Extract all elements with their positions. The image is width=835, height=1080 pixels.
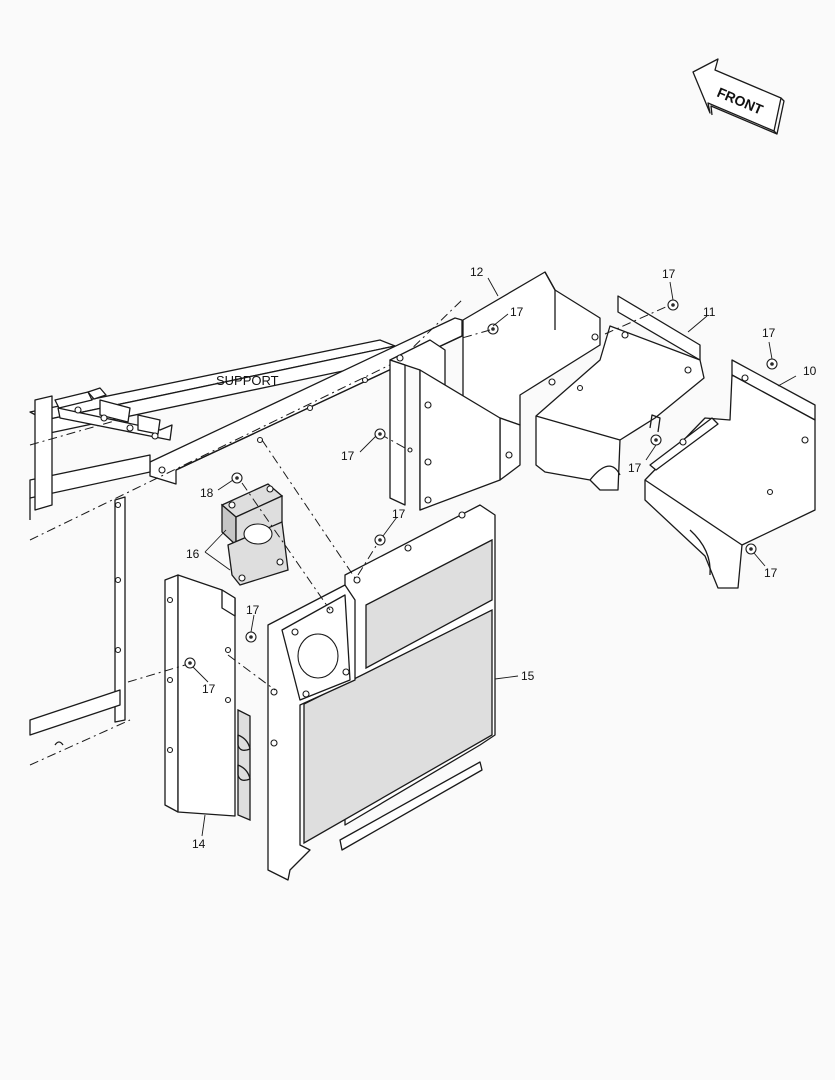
callout-18: 18 [200,486,214,500]
callout-17-upper-14: 17 [246,603,260,617]
bolt-17-mid-right [650,434,662,446]
callout-10: 10 [803,364,817,378]
bolt-17-upper-14 [245,631,257,643]
part-16-clamp [220,472,289,586]
callout-17-14: 17 [202,682,216,696]
bolt-17-mid-left [374,428,386,440]
callout-17-mid-left: 17 [341,449,355,463]
bolt-17-on-12 [487,323,499,335]
bolt-17-on-11 [667,299,679,311]
part-14-side-panel [127,574,257,821]
callout-17-lower-right: 17 [764,566,778,580]
part-11-shroud [535,295,705,491]
callouts: 12 17 17 11 17 10 17 17 17 17 18 16 17 1… [186,265,817,851]
callout-16: 16 [186,547,200,561]
callout-12: 12 [470,265,484,279]
callout-14: 14 [192,837,206,851]
callout-17-11: 17 [662,267,676,281]
part-12-bracket [389,271,601,511]
bolt-17-on-15 [374,534,386,546]
callout-17-15: 17 [392,507,406,521]
bolt-18 [231,472,243,484]
part-15-core [267,504,496,881]
bolt-17-on-14 [184,657,196,669]
callout-11: 11 [703,305,716,319]
callout-17-mid-right: 17 [628,461,642,475]
support-label: SUPPORT [216,373,279,388]
callout-15: 15 [521,669,535,683]
callout-17-12: 17 [510,305,524,319]
bolt-17-on-10 [766,358,778,370]
leader-lines [192,277,797,837]
bolt-17-lower-right [745,543,757,555]
front-arrow: FRONT [692,58,785,135]
callout-17-10: 17 [762,326,776,340]
support-frame: SUPPORT [29,299,463,766]
part-10-shroud [644,358,816,589]
